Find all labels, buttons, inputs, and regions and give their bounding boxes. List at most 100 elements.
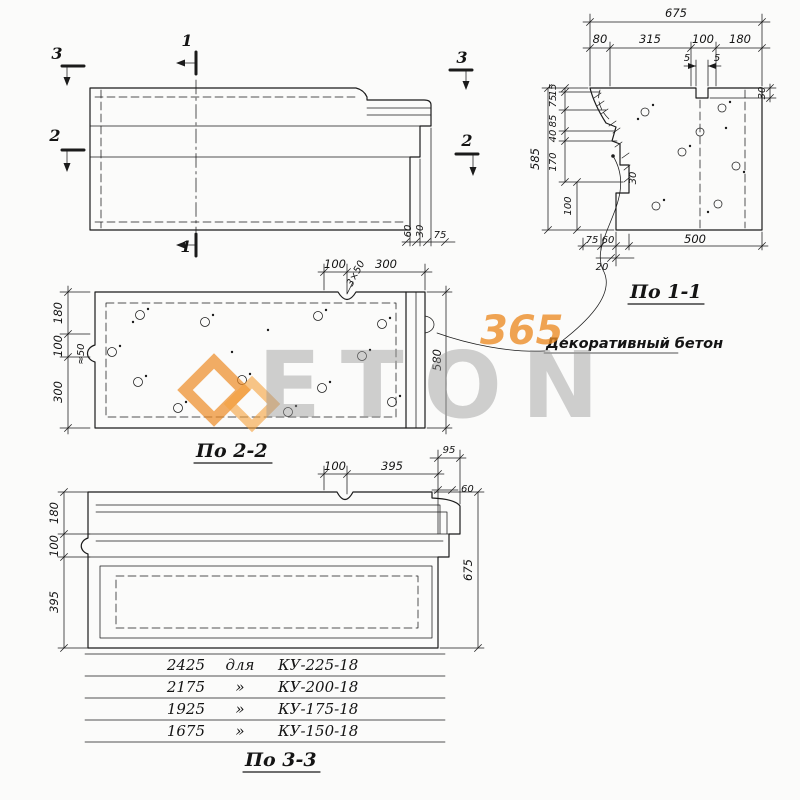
table-cell-length: 2175 xyxy=(166,678,205,696)
dim-label: 100 xyxy=(51,335,65,357)
dim-label: 60 xyxy=(403,225,414,238)
concrete-dot-hatch xyxy=(118,307,402,408)
dim-label: 3×50 xyxy=(345,259,368,288)
elevation-outline xyxy=(89,87,432,231)
section-outline xyxy=(589,87,763,231)
table-cell-length: 1925 xyxy=(167,700,205,718)
table-row: 1675 » КУ-150-18 xyxy=(167,722,359,740)
dim-label: 180 xyxy=(47,502,61,524)
dim-label: 500 xyxy=(684,232,706,246)
dim-label: 75 xyxy=(434,230,447,241)
dim-label: 100 xyxy=(324,459,346,473)
table-cell-mark: КУ-225-18 xyxy=(277,656,358,674)
section-mark-label: 1 xyxy=(181,31,192,50)
table-cell-word: » xyxy=(235,722,244,740)
dim-label: 60 xyxy=(602,235,615,246)
table-cell-word: » xyxy=(235,700,244,718)
dim-label: 95 xyxy=(443,445,456,456)
view-section-2-2: 100 300 3×50 180 100 300 ≈50 580 По 2-2 xyxy=(51,257,453,464)
dim-label: 395 xyxy=(47,591,61,613)
size-table: 2425 для КУ-225-18 2175 » КУ-200-18 1925… xyxy=(84,653,446,743)
dim-ticks xyxy=(544,18,774,262)
dim-label: 80 xyxy=(593,32,608,46)
table-cell-mark: КУ-175-18 xyxy=(277,700,358,718)
section-hidden-lines xyxy=(598,89,746,229)
small-dim-arrows xyxy=(688,63,716,69)
dim-label: 180 xyxy=(729,32,751,46)
elevation-molding-lines xyxy=(89,107,432,158)
plan-outline xyxy=(86,291,426,429)
table-grid-lines xyxy=(84,653,446,743)
table-cell-word: » xyxy=(235,678,244,696)
section-mark-label: 3 xyxy=(456,48,467,67)
leader-line xyxy=(436,155,622,352)
table-row: 2425 для КУ-225-18 xyxy=(166,656,359,674)
plan-end-line-2 xyxy=(415,291,435,429)
view-section-3-3: 100 395 95 60 180 100 395 675 По 3-3 xyxy=(47,445,485,773)
dim-label: 180 xyxy=(51,302,65,324)
dim-label: 100 xyxy=(47,535,61,557)
dim-label: 5 xyxy=(714,53,720,64)
table-cell-word: для xyxy=(226,656,255,674)
table-row: 2175 » КУ-200-18 xyxy=(166,678,359,696)
elevation-dim-lines xyxy=(401,127,456,247)
dim-label: 75 xyxy=(548,95,559,108)
dim-label: 585 xyxy=(528,148,542,170)
leader-dot xyxy=(611,154,615,158)
dim-label: 100 xyxy=(692,32,714,46)
decorative-concrete-note: Декоративный бетон xyxy=(436,154,723,354)
plan-hidden-rect xyxy=(115,575,419,629)
dim-label: 5 xyxy=(684,53,690,64)
plan-outline xyxy=(80,491,461,649)
dim-label: 315 xyxy=(639,32,661,46)
elevation-hidden-lines xyxy=(94,89,406,229)
view-title: По 2-2 xyxy=(195,440,268,462)
dim-label: 85 xyxy=(548,115,559,128)
dim-label: 675 xyxy=(665,6,687,20)
view-title: По 3-3 xyxy=(244,749,317,771)
dim-label: 300 xyxy=(51,381,65,403)
section-mark-label: 2 xyxy=(460,131,472,150)
dim-label: 40 xyxy=(548,130,559,143)
dim-lines xyxy=(547,21,771,259)
dim-ticks xyxy=(64,268,450,432)
note-text: Декоративный бетон xyxy=(545,336,723,352)
table-row: 1925 » КУ-175-18 xyxy=(167,700,359,718)
dim-extension-lines xyxy=(57,449,485,649)
dim-label: ≈50 xyxy=(76,343,87,364)
plan-inner-rect xyxy=(99,565,433,639)
view-elevation: 1 1 2 2 3 3 60 30 75 xyxy=(48,31,480,258)
plan-hidden-rect xyxy=(105,302,397,418)
section-mark-label: 2 xyxy=(48,126,60,145)
concrete-dot-hatch xyxy=(636,100,746,214)
dim-label: 60 xyxy=(461,484,474,495)
elevation-dim-ticks xyxy=(402,238,449,246)
view-title: По 1-1 xyxy=(629,281,702,303)
view-section-1-1: 675 80 315 100 180 5 5 30 585 15 75 85 4… xyxy=(528,6,777,305)
dim-label: 675 xyxy=(461,559,475,581)
dim-label: 100 xyxy=(324,257,346,271)
section-mark-label: 1 xyxy=(180,237,191,256)
dim-label: 30 xyxy=(628,172,639,185)
concrete-circle-hatch xyxy=(107,310,397,417)
section-mark-label: 3 xyxy=(51,44,62,63)
dim-label: 100 xyxy=(563,196,574,215)
concrete-circle-hatch xyxy=(640,103,741,211)
dim-label: 580 xyxy=(430,349,444,371)
dim-ticks xyxy=(60,454,482,652)
section-arrow-lines xyxy=(66,62,474,246)
dim-lines xyxy=(67,271,447,435)
table-cell-length: 1675 xyxy=(167,722,205,740)
dim-label: 170 xyxy=(548,152,559,171)
table-cell-mark: КУ-200-18 xyxy=(277,678,358,696)
face-hatch-ticks xyxy=(593,92,631,183)
dim-label: 15 xyxy=(548,84,559,97)
table-cell-mark: КУ-150-18 xyxy=(277,722,358,740)
dim-label: 300 xyxy=(375,257,397,271)
dim-lines xyxy=(63,457,479,649)
dim-label: 30 xyxy=(415,225,426,238)
plan-step-lines xyxy=(87,504,450,558)
dim-label: 30 xyxy=(757,87,768,100)
